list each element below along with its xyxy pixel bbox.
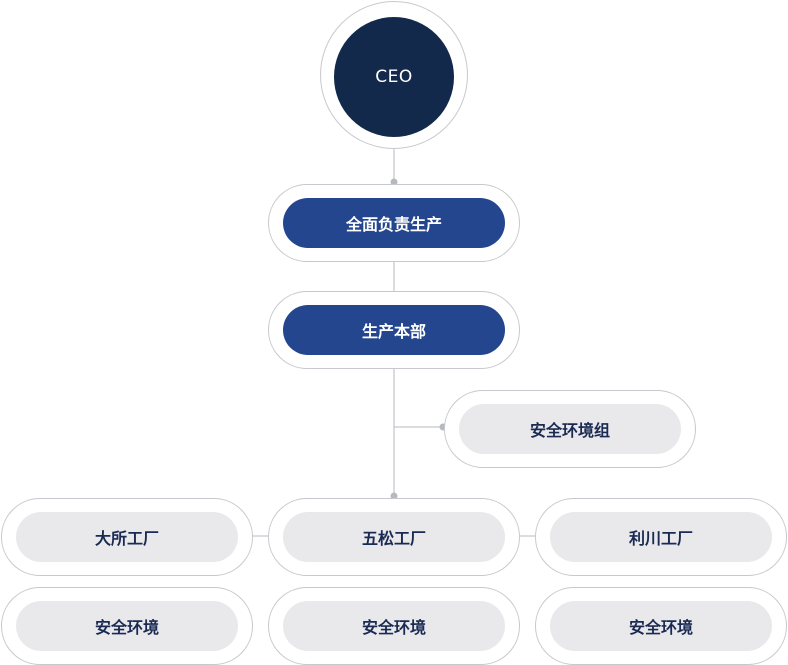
safety-unit-node: 安全环境	[16, 601, 238, 651]
safety-unit-node: 安全环境	[550, 601, 772, 651]
factory-node: 大所工厂	[16, 512, 238, 562]
level1-node: 全面负责生产	[283, 198, 505, 248]
factory-node: 五松工厂	[283, 512, 505, 562]
level2-node: 生产本部	[283, 305, 505, 355]
factory-node: 利川工厂	[550, 512, 772, 562]
safety-unit-node: 安全环境	[283, 601, 505, 651]
safety-group-node: 安全环境组	[459, 404, 681, 454]
ceo-node: CEO	[334, 17, 454, 137]
